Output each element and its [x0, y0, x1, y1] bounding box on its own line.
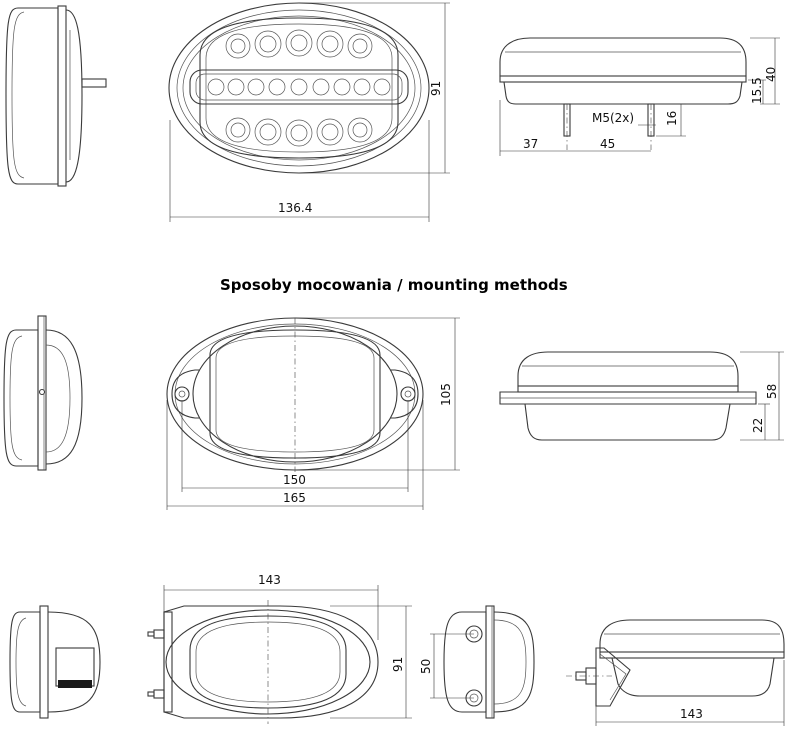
top-left-side-view: [5, 5, 107, 187]
dim-165: 165: [283, 491, 306, 505]
dim-91-bot: 91: [391, 657, 405, 672]
top-front-view: 136.4 91: [168, 2, 450, 222]
bot-back-view: 50: [419, 605, 535, 719]
mid-front-view: 150 165 105: [166, 317, 460, 510]
mid-left-side-view: [3, 315, 83, 471]
dim-22: 22: [751, 418, 765, 433]
dim-58: 58: [765, 384, 779, 399]
dim-16: 16: [665, 111, 679, 126]
dim-40-top: 40: [764, 67, 778, 82]
dim-105: 105: [439, 383, 453, 406]
dim-91-top: 91: [429, 81, 443, 96]
dim-45: 45: [600, 137, 615, 151]
dim-15-5: 15.5: [750, 77, 764, 104]
bot-bracket-front-view: 143 91: [147, 573, 412, 724]
mounting-methods-title: Sposoby mocowania / mounting methods: [220, 276, 568, 294]
dim-143-bracket: 143: [258, 573, 281, 587]
bot-left-side-view: [9, 605, 101, 719]
dim-m5-bolt: M5(2x): [592, 111, 634, 125]
top-right-side-view: 40 15.5 M5(2x) 16 37 45: [499, 37, 780, 156]
dim-50: 50: [419, 659, 433, 674]
dim-150: 150: [283, 473, 306, 487]
bot-right-side-view: 143: [566, 619, 785, 726]
dim-143-side: 143: [680, 707, 703, 721]
mid-right-side-view: 58 22: [499, 351, 784, 441]
dim-37: 37: [523, 137, 538, 151]
dim-136-4: 136.4: [278, 201, 312, 215]
